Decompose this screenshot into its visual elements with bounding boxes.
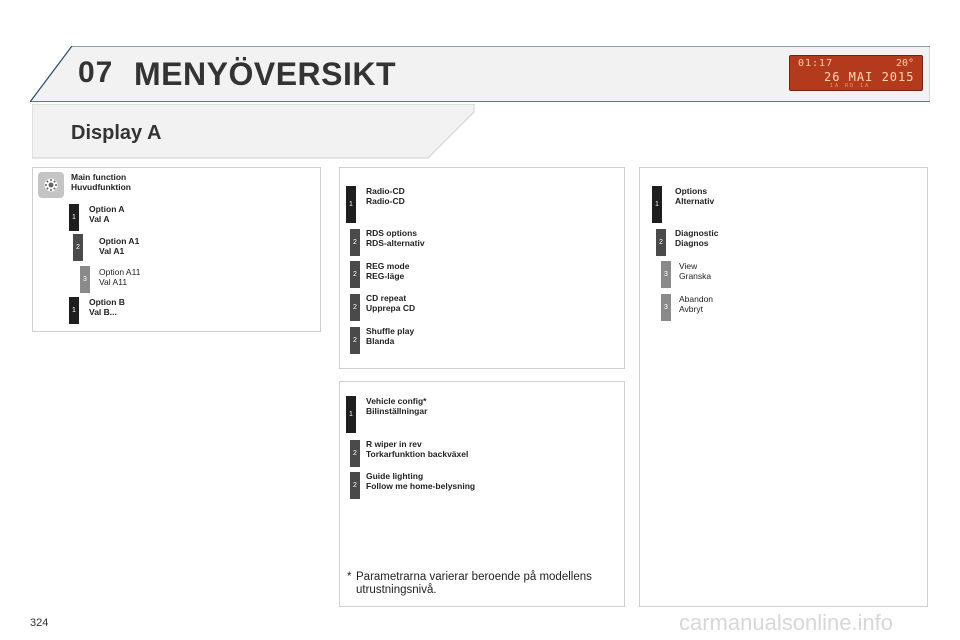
watermark: carmanualsonline.info (679, 610, 894, 635)
display-date: 26 MAI 2015 (824, 70, 915, 84)
gear-icon (38, 172, 64, 198)
level-2-marker: 2 (350, 327, 360, 354)
level-1-marker: 1 (69, 297, 79, 324)
display-temperature: 20° (895, 58, 914, 69)
display-time: 01:17 (798, 58, 834, 69)
level-2-marker: 2 (656, 229, 666, 256)
footnote-line-2: utrustningsnivå. (356, 584, 437, 596)
level-1-marker: 1 (69, 204, 79, 231)
chapter-number: 07 (78, 56, 114, 89)
footnote-marker: * (347, 571, 352, 583)
level-1-marker: 1 (346, 396, 356, 433)
level-3-marker: 3 (661, 261, 671, 288)
menu-vehicle-config: Vehicle config*Bilinställningar (366, 396, 428, 416)
level-2-marker: 2 (350, 440, 360, 467)
level-1-marker: 1 (346, 186, 356, 223)
display-status-line: 1A RD 1A (830, 83, 871, 89)
chapter-header-band (30, 46, 930, 102)
level-2-marker: 2 (350, 294, 360, 321)
vehicle-config-panel (339, 381, 625, 607)
level-2-marker: 2 (350, 472, 360, 499)
radio-display-image: 01:17 20° 26 MAI 2015 1A RD 1A (789, 55, 923, 91)
radio-cd-panel (339, 167, 625, 369)
level-2-marker: 2 (350, 261, 360, 288)
section-title: Display A (71, 122, 162, 144)
level-3-marker: 3 (661, 294, 671, 321)
chapter-title: MENYÖVERSIKT (134, 56, 397, 92)
level-2-marker: 2 (73, 234, 83, 261)
level-3-marker: 3 (80, 266, 90, 293)
footnote-line-1: Parametrarna varierar beroende på modell… (356, 571, 592, 583)
level-1-marker: 1 (652, 186, 662, 223)
page-number: 324 (30, 617, 49, 629)
section-title-band (31, 103, 476, 165)
level-2-marker: 2 (350, 229, 360, 256)
options-panel (639, 167, 928, 607)
